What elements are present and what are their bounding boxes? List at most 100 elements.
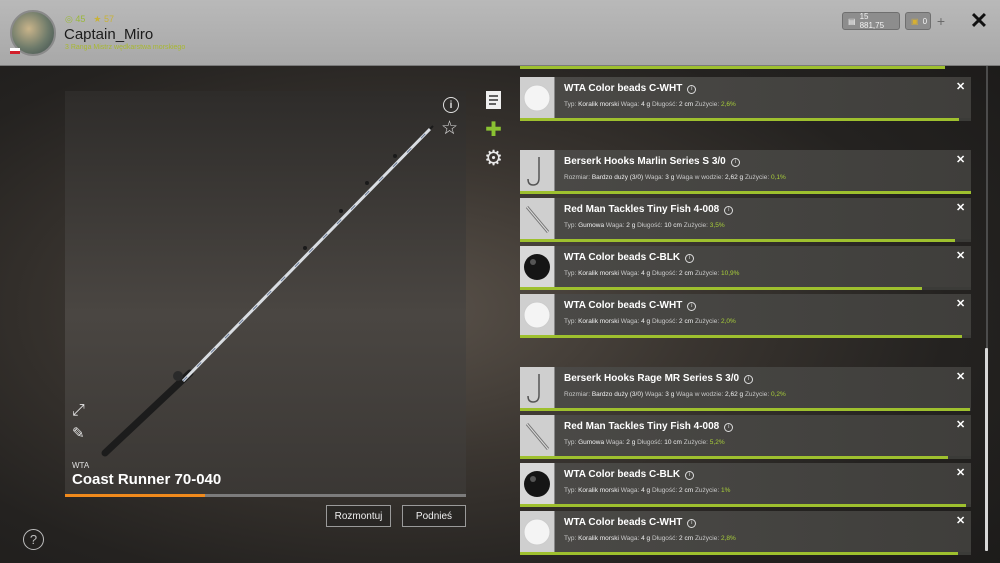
item-wear-bar bbox=[520, 408, 971, 411]
player-stats: ◎ 45 ★ 57 bbox=[65, 14, 114, 25]
item-wear-bar bbox=[520, 552, 971, 555]
remove-item-button[interactable]: ✕ bbox=[956, 250, 966, 262]
item-info-icon[interactable]: i bbox=[687, 519, 697, 528]
gold-currency: ▣ 0 bbox=[905, 12, 931, 30]
item-wear-fill bbox=[520, 408, 971, 411]
item-properties: Typ: Koralik morski Waga: 4 g Długość: 2… bbox=[564, 535, 736, 542]
item-wear-fill bbox=[520, 287, 922, 290]
help-icon[interactable]: ? bbox=[23, 529, 44, 550]
item-wear-fill bbox=[520, 335, 962, 338]
item-info-icon[interactable]: i bbox=[687, 302, 697, 311]
player-rank: 3 Ranga Mistrz wędkarstwa morskiego bbox=[65, 44, 186, 51]
item-wear-bar bbox=[520, 504, 971, 507]
item-info-icon[interactable]: i bbox=[724, 423, 734, 432]
gear-icon[interactable]: ⚙ bbox=[484, 146, 503, 170]
close-button[interactable]: ✕ bbox=[969, 8, 989, 33]
item-properties: Typ: Koralik morski Waga: 4 g Długość: 2… bbox=[564, 270, 740, 277]
lure-thumbnail bbox=[520, 198, 555, 239]
item-wear-fill bbox=[520, 456, 948, 459]
favorite-star-icon[interactable]: ☆ bbox=[441, 118, 459, 139]
rod-image bbox=[101, 125, 434, 457]
gold-amount: 0 bbox=[922, 16, 928, 26]
gold-icon: ▣ bbox=[911, 16, 919, 26]
rod-name: Coast Runner 70-040 bbox=[72, 471, 222, 488]
remove-item-button[interactable]: ✕ bbox=[956, 154, 966, 166]
item-properties: Typ: Koralik morski Waga: 4 g Długość: 2… bbox=[564, 487, 731, 494]
document-icon[interactable] bbox=[483, 89, 504, 111]
paint-brush-icon[interactable]: ✎ bbox=[72, 425, 85, 442]
remove-item-button[interactable]: ✕ bbox=[956, 298, 966, 310]
silver-currency: ▤ 15 881,75 bbox=[842, 12, 900, 30]
rod-wear-fill bbox=[65, 494, 206, 497]
bead-black-thumbnail bbox=[520, 246, 555, 287]
bead-white-thumbnail bbox=[520, 511, 555, 552]
remove-item-button[interactable]: ✕ bbox=[956, 515, 966, 527]
item-wear-bar bbox=[520, 287, 971, 290]
item-wear-bar bbox=[520, 191, 971, 194]
stars-stat: ★ 57 bbox=[93, 14, 114, 24]
lift-button[interactable]: Podnieś bbox=[402, 505, 466, 527]
item-info-icon[interactable]: i bbox=[744, 375, 754, 384]
lure-thumbnail bbox=[520, 415, 555, 456]
info-icon[interactable]: i bbox=[443, 97, 459, 113]
rod-brand: WTA bbox=[72, 461, 90, 470]
scrollbar-thumb[interactable] bbox=[985, 348, 988, 551]
rod-preview-panel: i ☆ ⤢ ✎ WTA Coast Runner 70-040 bbox=[65, 91, 466, 497]
flag-icon bbox=[10, 48, 20, 54]
item-info-icon[interactable]: i bbox=[685, 471, 695, 480]
item-properties: Rozmiar: Bardzo duży (3/0) Waga: 3 g Wag… bbox=[564, 391, 786, 398]
item-info-icon[interactable]: i bbox=[730, 158, 740, 167]
remove-item-button[interactable]: ✕ bbox=[956, 371, 966, 383]
item-properties: Rozmiar: Bardzo duży (3/0) Waga: 3 g Wag… bbox=[564, 174, 786, 181]
bead-white-thumbnail bbox=[520, 294, 555, 335]
rod-wear-bar bbox=[65, 494, 466, 497]
level-stat: ◎ 45 bbox=[65, 14, 86, 24]
unmount-button[interactable]: Rozmontuj bbox=[326, 505, 391, 527]
item-properties: Typ: Koralik morski Waga: 4 g Długość: 2… bbox=[564, 318, 736, 325]
player-name: Captain_Miro bbox=[64, 26, 154, 43]
expand-icon[interactable]: ⤢ bbox=[72, 402, 85, 419]
item-wear-bar bbox=[520, 239, 971, 242]
top-bar: ◎ 45 ★ 57 Captain_Miro 3 Ranga Mistrz wę… bbox=[0, 0, 1000, 66]
silver-icon: ▤ bbox=[848, 16, 856, 26]
remove-item-button[interactable]: ✕ bbox=[956, 467, 966, 479]
hook-thumbnail bbox=[520, 367, 555, 408]
scrollbar-track[interactable] bbox=[986, 66, 988, 551]
item-wear-bar bbox=[520, 335, 971, 338]
item-info-icon[interactable]: i bbox=[687, 85, 697, 94]
bead-black-thumbnail bbox=[520, 463, 555, 504]
item-wear-fill bbox=[520, 504, 967, 507]
bead-white-thumbnail bbox=[520, 77, 555, 118]
item-wear-fill bbox=[520, 118, 960, 121]
list-top-wear-bar bbox=[520, 66, 945, 69]
item-properties: Typ: Gumowa Waga: 2 g Długość: 10 cm Zuż… bbox=[564, 439, 725, 446]
hook-thumbnail bbox=[520, 150, 555, 191]
item-properties: Typ: Gumowa Waga: 2 g Długość: 10 cm Zuż… bbox=[564, 222, 725, 229]
item-wear-bar bbox=[520, 118, 971, 121]
item-info-icon[interactable]: i bbox=[724, 206, 734, 215]
add-currency-button[interactable]: + bbox=[936, 13, 946, 29]
item-info-icon[interactable]: i bbox=[685, 254, 695, 263]
remove-item-button[interactable]: ✕ bbox=[956, 419, 966, 431]
puzzle-icon[interactable]: ✚ bbox=[485, 118, 502, 141]
remove-item-button[interactable]: ✕ bbox=[956, 202, 966, 214]
silver-amount: 15 881,75 bbox=[859, 12, 885, 30]
remove-item-button[interactable]: ✕ bbox=[956, 81, 966, 93]
